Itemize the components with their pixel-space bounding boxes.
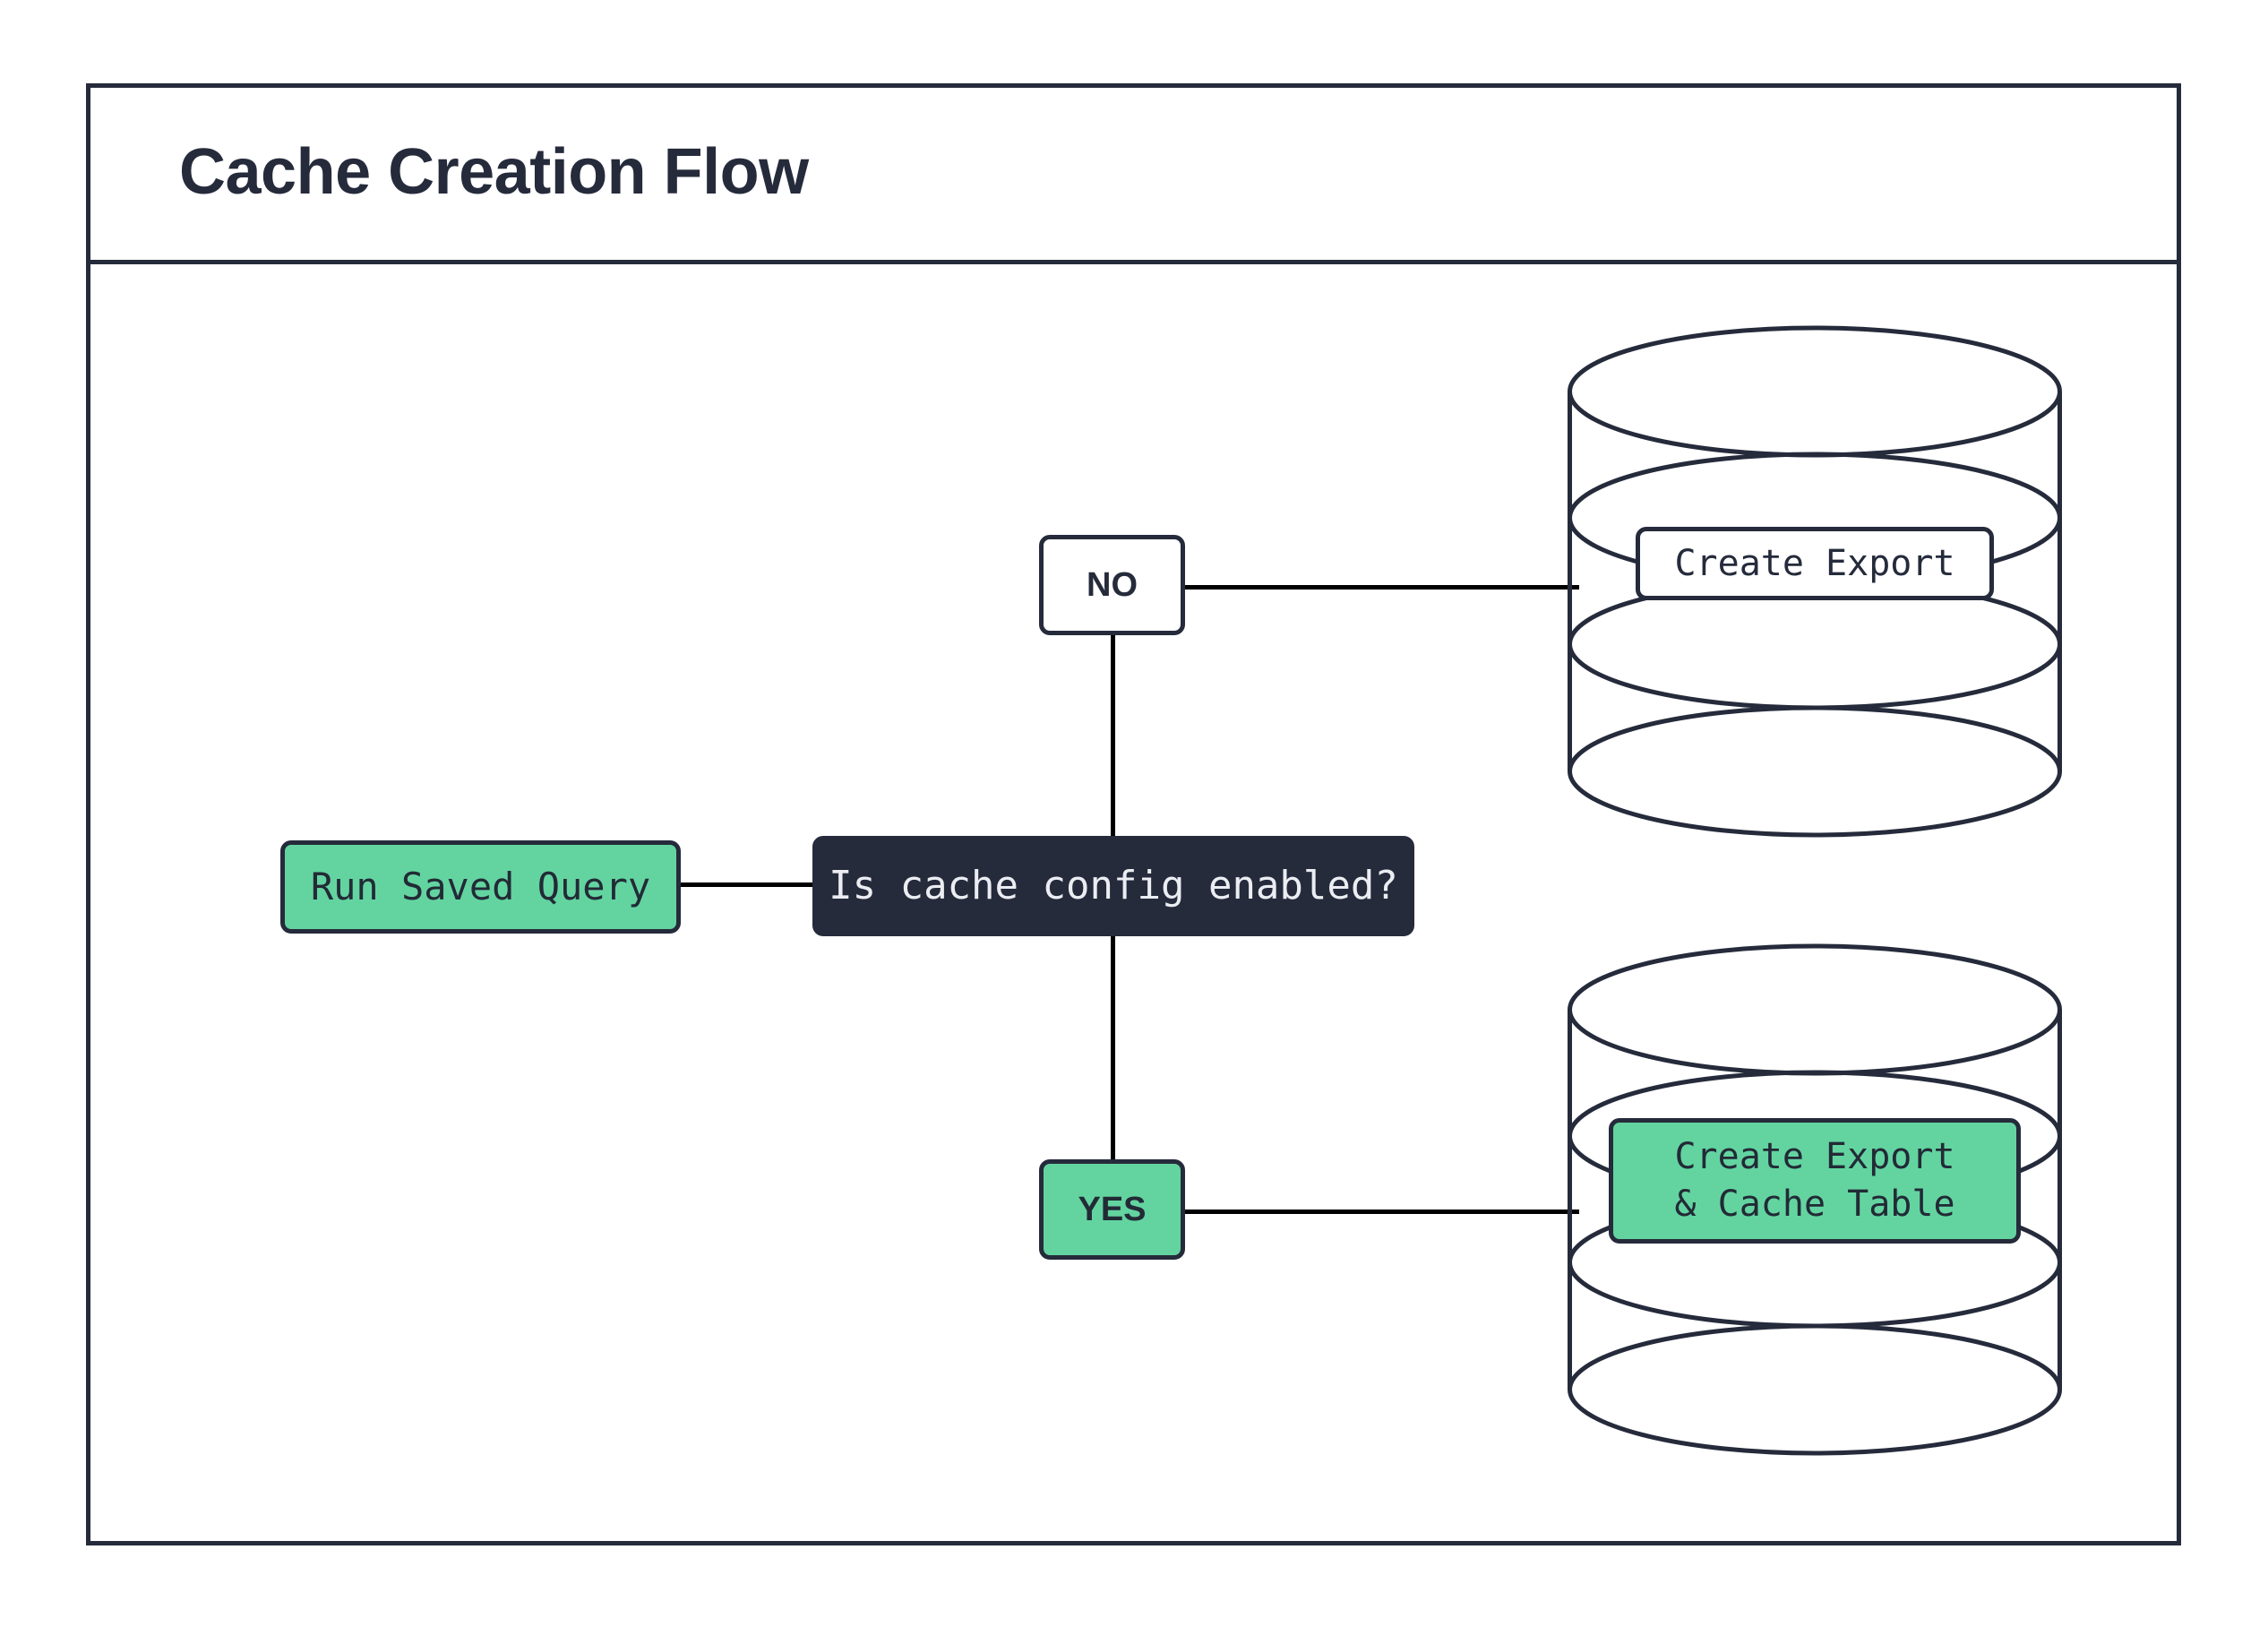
node-branch-yes[interactable]: YES: [1039, 1159, 1185, 1260]
db-label-line-2: & Cache Table: [1674, 1184, 1955, 1225]
node-is-cache-config-enabled[interactable]: Is cache config enabled?: [812, 836, 1414, 936]
db-label-create-export-cache: Create Export & Cache Table: [1609, 1118, 2021, 1244]
edge-yes-to-db-export-cache: [1181, 1209, 1579, 1214]
edge-start-to-decision: [681, 882, 817, 887]
node-branch-no[interactable]: NO: [1039, 535, 1185, 635]
db-cylinder-create-export-cache: Create Export & Cache Table: [1568, 943, 2062, 1456]
db-label-create-export: Create Export: [1636, 527, 1994, 600]
diagram-title: Cache Creation Flow: [179, 135, 809, 208]
edge-no-to-db-export: [1181, 585, 1579, 590]
edge-decision-to-no: [1111, 627, 1115, 842]
db-cylinder-shape-export-cache: [1568, 943, 2062, 1456]
node-run-saved-query[interactable]: Run Saved Query: [280, 840, 681, 934]
db-cylinder-create-export: Create Export: [1568, 325, 2062, 838]
edge-decision-to-yes: [1111, 932, 1115, 1169]
diagram-title-bar: Cache Creation Flow: [86, 83, 2181, 264]
db-label-line-1: Create Export: [1674, 1136, 1955, 1178]
